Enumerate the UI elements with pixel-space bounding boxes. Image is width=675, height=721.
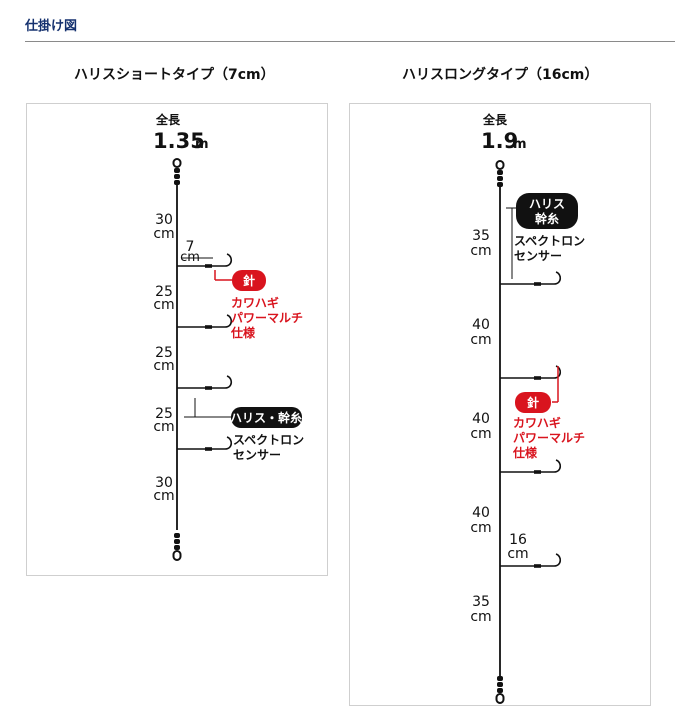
short-hook-line-2: パワーマルチ xyxy=(231,311,303,325)
long-hook-3 xyxy=(533,459,562,475)
short-seg-1-unit: cm xyxy=(153,226,174,242)
long-seg-4-num: 40 xyxy=(472,505,490,521)
long-type-title: ハリスロングタイプ（16cm） xyxy=(402,67,599,83)
title-divider xyxy=(25,41,675,42)
short-seg-4-unit: cm xyxy=(153,419,174,435)
short-line-text-1: スペクトロン xyxy=(233,433,304,447)
long-hook-badge-text: 針 xyxy=(527,395,539,410)
short-seg-3-num: 25 xyxy=(155,345,173,361)
long-hook-line-1: カワハギ xyxy=(513,415,561,430)
short-line-badge xyxy=(231,407,302,428)
long-seg-3-num: 40 xyxy=(472,411,490,427)
long-total-label: 全長 xyxy=(482,112,508,127)
long-hook-line-3: 仕様 xyxy=(512,445,538,460)
long-harisu-unit: cm xyxy=(507,546,528,562)
long-seg-3-unit: cm xyxy=(470,426,491,442)
long-hook-1 xyxy=(533,271,562,287)
short-type-title: ハリスショートタイプ（7cm） xyxy=(74,67,275,83)
short-harisu-unit: cm xyxy=(180,250,200,265)
long-line-badge-2: 幹糸 xyxy=(535,211,559,226)
long-total-unit: m xyxy=(513,137,527,152)
short-line-text-2: センサー xyxy=(233,448,281,462)
long-bottom-swivel xyxy=(495,676,505,704)
short-hook-4 xyxy=(204,436,233,452)
short-hook-line-1: カワハギ xyxy=(231,295,279,310)
long-hook-4 xyxy=(533,553,562,569)
long-seg-1-unit: cm xyxy=(470,243,491,259)
short-bottom-swivel xyxy=(172,533,182,561)
short-seg-2-unit: cm xyxy=(153,297,174,313)
short-hook-badge-text: 針 xyxy=(243,273,255,288)
short-total-label: 全長 xyxy=(155,112,181,127)
long-top-swivel xyxy=(495,160,505,188)
long-hook-line-2: パワーマルチ xyxy=(513,431,585,445)
short-hook-badge xyxy=(232,270,266,291)
short-hook-line-3: 仕様 xyxy=(230,325,256,340)
short-seg-5-num: 30 xyxy=(155,475,173,491)
long-line-badge-1: ハリス xyxy=(529,197,565,211)
short-seg-5-unit: cm xyxy=(153,488,174,504)
long-seg-2-num: 40 xyxy=(472,317,490,333)
long-hook-2 xyxy=(533,365,562,381)
long-seg-4-unit: cm xyxy=(470,520,491,536)
long-seg-2-unit: cm xyxy=(470,332,491,348)
long-seg-5-num: 35 xyxy=(472,594,490,610)
long-line-text-1: スペクトロン xyxy=(514,234,585,248)
short-top-swivel xyxy=(172,158,182,186)
long-total-value: 1.9 xyxy=(481,129,518,153)
short-total-unit: m xyxy=(195,137,209,152)
long-hook-badge xyxy=(515,392,551,413)
short-hook-1 xyxy=(204,253,233,269)
short-rig: 全長 1.35 m 30 cm 25 cm 25 cm 25 cm 30 cm xyxy=(153,112,304,561)
short-seg-1-num: 30 xyxy=(155,212,173,228)
short-line-badge-text: ハリス・幹糸 xyxy=(230,410,302,425)
short-harisu-num: 7 xyxy=(186,239,195,255)
long-line-text-2: センサー xyxy=(514,249,562,263)
short-seg-3-unit: cm xyxy=(153,358,174,374)
short-hook-2 xyxy=(204,314,233,330)
long-seg-1-num: 35 xyxy=(472,228,490,244)
long-seg-5-unit: cm xyxy=(470,609,491,625)
long-rig: 全長 1.9 m 35 cm 40 cm 40 cm 40 cm 35 cm 1… xyxy=(470,112,585,704)
long-line-badge xyxy=(516,193,578,229)
short-seg-2-num: 25 xyxy=(155,284,173,300)
page-title: 仕掛け図 xyxy=(25,19,78,34)
short-hook-3 xyxy=(204,375,233,391)
short-total-value: 1.35 xyxy=(153,129,205,153)
long-harisu-num: 16 xyxy=(509,532,527,548)
short-seg-4-num: 25 xyxy=(155,406,173,422)
